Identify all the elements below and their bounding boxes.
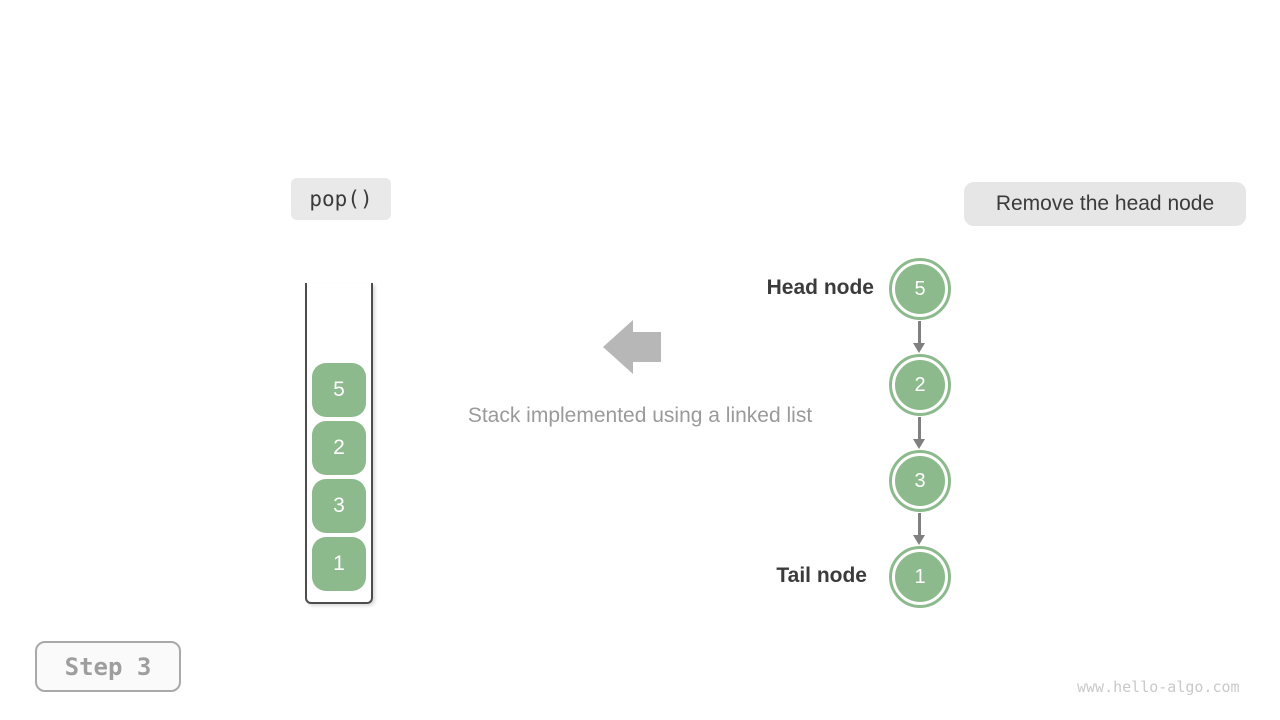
stack-cell: 2 (312, 421, 366, 475)
caption-text: Stack implemented using a linked list (467, 404, 813, 427)
connector-line (918, 321, 921, 343)
stack-cell: 5 (312, 363, 366, 417)
connector-arrowhead-icon (913, 439, 925, 449)
stack-container: 5 2 3 1 (305, 283, 373, 604)
stack-cell: 3 (312, 479, 366, 533)
linked-list-node: 2 (889, 354, 951, 416)
connector-arrowhead-icon (913, 343, 925, 353)
connector-line (918, 513, 921, 535)
left-arrow-head (603, 320, 633, 374)
stack-cell: 1 (312, 537, 366, 591)
left-arrow-tail (633, 332, 661, 362)
pop-operation-badge: pop() (291, 178, 391, 220)
linked-list-node: 3 (889, 450, 951, 512)
step-badge: Step 3 (35, 641, 181, 692)
connector-arrowhead-icon (913, 535, 925, 545)
connector-line (918, 417, 921, 439)
tail-node-label: Tail node (776, 564, 867, 587)
linked-list-node: 1 (889, 546, 951, 608)
linked-list-node: 5 (889, 258, 951, 320)
operation-description-badge: Remove the head node (964, 182, 1246, 226)
watermark-text: www.hello-algo.com (1077, 678, 1240, 696)
head-node-label: Head node (766, 276, 874, 299)
left-arrow-icon (603, 320, 661, 374)
